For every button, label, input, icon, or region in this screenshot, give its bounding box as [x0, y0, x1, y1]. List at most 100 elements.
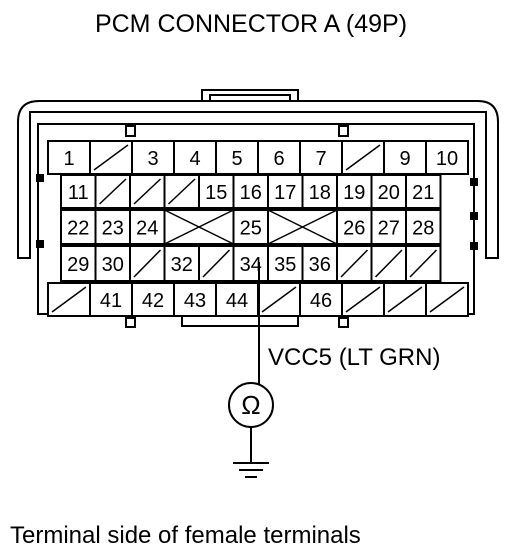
terminal-blank [163, 174, 200, 209]
terminal-44: 44 [215, 282, 259, 317]
terminal-number: 24 [136, 218, 158, 240]
terminal-cell [232, 209, 269, 245]
terminal-number: 6 [273, 148, 284, 170]
terminal-blank [341, 140, 385, 175]
terminal-6: 6 [257, 140, 301, 175]
terminal-number: 7 [315, 148, 326, 170]
blank-slash [167, 178, 196, 205]
terminal-cell [131, 140, 175, 175]
ground-icon [233, 462, 269, 478]
terminal-19: 19 [336, 174, 373, 209]
terminal-cell [425, 140, 469, 175]
terminal-number: 44 [226, 290, 248, 312]
terminal-number: 29 [67, 254, 89, 276]
terminal-blank [257, 282, 301, 317]
terminal-blank [129, 245, 166, 282]
terminal-15: 15 [198, 174, 235, 209]
terminal-number: 20 [378, 182, 400, 204]
terminal-number: 27 [378, 218, 400, 240]
void-cross-b [164, 209, 234, 245]
terminal-void [267, 209, 338, 245]
terminal-22: 22 [60, 209, 97, 245]
terminal-number: 41 [100, 290, 122, 312]
terminal-number: 35 [274, 254, 296, 276]
terminal-27: 27 [370, 209, 407, 245]
terminal-number: 32 [171, 254, 193, 276]
diagram-title: PCM CONNECTOR A (49P) [95, 10, 407, 38]
terminal-9: 9 [383, 140, 427, 175]
terminal-10: 10 [425, 140, 469, 175]
terminal-blank [198, 245, 235, 282]
blank-slash [345, 144, 381, 171]
terminal-43: 43 [173, 282, 217, 317]
terminal-number: 25 [240, 218, 262, 240]
terminal-4: 4 [173, 140, 217, 175]
terminal-blank [341, 282, 385, 317]
terminal-number: 42 [142, 290, 164, 312]
terminal-number: 17 [274, 182, 296, 204]
terminal-26: 26 [336, 209, 373, 245]
terminal-7: 7 [299, 140, 343, 175]
terminal-number: 34 [240, 254, 262, 276]
terminal-blank [94, 174, 131, 209]
terminal-cell [94, 209, 131, 245]
terminal-cell [383, 140, 427, 175]
blank-slash [409, 249, 438, 278]
terminal-cell [60, 245, 97, 282]
terminal-41: 41 [89, 282, 133, 317]
terminal-28: 28 [405, 209, 442, 245]
terminal-21: 21 [405, 174, 442, 209]
terminal-cell [94, 245, 131, 282]
blank-slash [98, 178, 127, 205]
terminal-cell [60, 209, 97, 245]
terminal-number: 18 [309, 182, 331, 204]
terminal-blank [383, 282, 427, 317]
terminal-number: 4 [189, 148, 200, 170]
terminal-number: 30 [102, 254, 124, 276]
blank-slash [387, 286, 423, 313]
caption: Terminal side of female terminals [10, 522, 361, 549]
terminal-number: 16 [240, 182, 262, 204]
terminal-number: 19 [343, 182, 365, 204]
terminal-cell [405, 209, 442, 245]
terminal-5: 5 [215, 140, 259, 175]
terminal-46: 46 [299, 282, 343, 317]
terminal-cell [336, 209, 373, 245]
blank-slash [93, 144, 129, 171]
terminal-number: 26 [343, 218, 365, 240]
wire-label: VCC5 (LT GRN) [268, 344, 440, 371]
blank-slash [261, 286, 297, 313]
terminal-number: 10 [436, 148, 458, 170]
terminal-20: 20 [370, 174, 407, 209]
terminal-number: 43 [184, 290, 206, 312]
blank-slash [133, 249, 162, 278]
blank-slash [345, 286, 381, 313]
blank-slash [340, 249, 369, 278]
terminal-35: 35 [267, 245, 304, 282]
terminal-blank [405, 245, 442, 282]
blank-slash [429, 286, 465, 313]
blank-slash [51, 286, 87, 313]
terminal-cell [198, 174, 235, 209]
terminal-11: 11 [60, 174, 97, 209]
terminal-blank [47, 282, 91, 317]
ohm-symbol: Ω [241, 390, 260, 420]
ohmmeter-icon: Ω [228, 382, 274, 428]
terminal-blank [89, 140, 133, 175]
terminal-23: 23 [94, 209, 131, 245]
blank-slash [202, 249, 231, 278]
void-cross-b [267, 209, 338, 245]
terminal-number: 46 [310, 290, 332, 312]
terminal-3: 3 [131, 140, 175, 175]
terminal-36: 36 [301, 245, 338, 282]
blank-slash [133, 178, 162, 205]
terminal-16: 16 [232, 174, 269, 209]
terminal-number: 28 [412, 218, 434, 240]
terminal-number: 5 [231, 148, 242, 170]
terminal-cell [405, 174, 442, 209]
terminal-17: 17 [267, 174, 304, 209]
terminal-cell [232, 245, 269, 282]
terminal-blank [129, 174, 166, 209]
